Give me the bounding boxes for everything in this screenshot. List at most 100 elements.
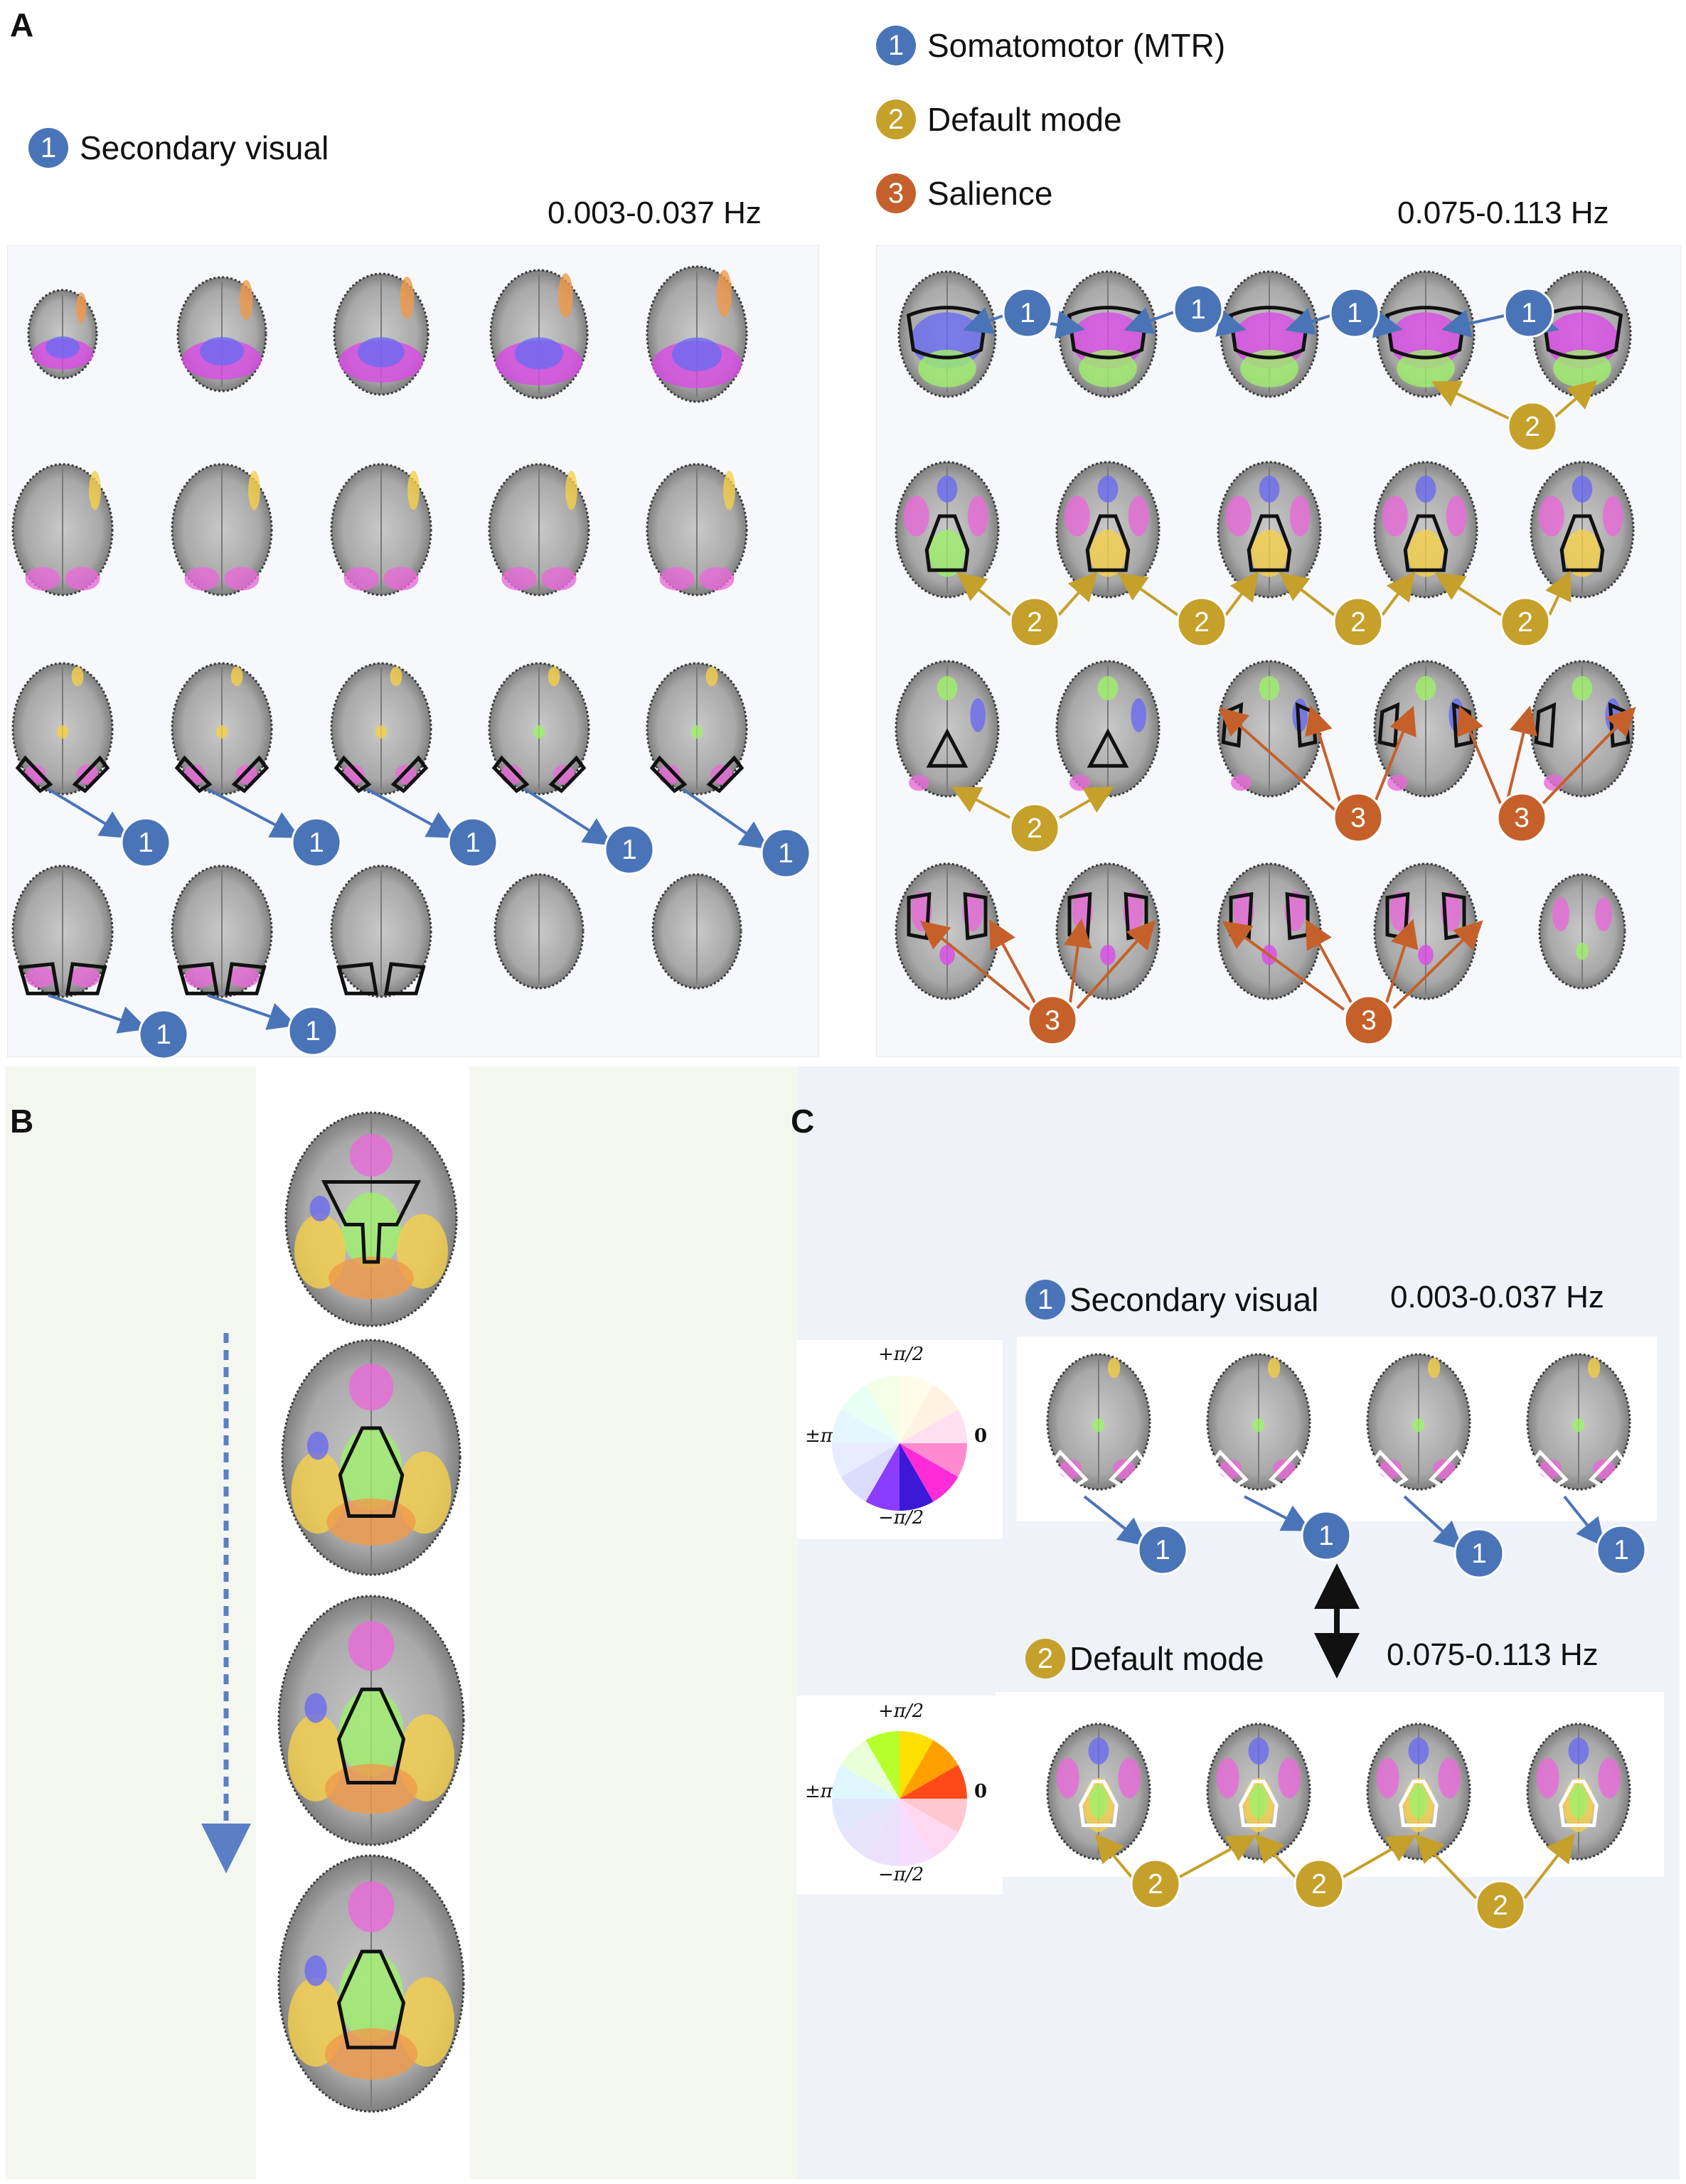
badge-circle [1002, 287, 1053, 338]
brain-slice [488, 662, 590, 796]
activation-blob [229, 966, 260, 988]
legend-label: Secondary visual [1069, 1281, 1319, 1318]
network-1-badge: 1 [1301, 1510, 1352, 1561]
activation-blob [541, 567, 577, 591]
colorwheel-top [832, 1376, 967, 1511]
badge-number: 1 [1318, 1521, 1334, 1551]
badge-number: 1 [1020, 298, 1035, 328]
brain-slice [1376, 270, 1476, 398]
activation-blob [200, 337, 244, 365]
network-2-badge: 2 [1130, 1858, 1181, 1910]
badge-circle [1027, 995, 1078, 1046]
badge-circle [138, 1009, 189, 1060]
activation-blob [1216, 1757, 1239, 1799]
brain-slice [1373, 660, 1478, 798]
activation-blob [1576, 943, 1589, 960]
wheel-sector [841, 1799, 900, 1858]
activation-blob [343, 567, 379, 591]
activation-blob [937, 675, 958, 701]
network-1-badge: 1 [447, 817, 498, 868]
activation-blob [970, 698, 986, 732]
activation-blob [358, 337, 405, 368]
network-1-badge: 1 [287, 1005, 338, 1056]
activation-blob [348, 1364, 394, 1410]
wheel-sector [841, 1443, 900, 1502]
activation-blob [65, 567, 100, 591]
activation-blob [1602, 496, 1623, 537]
badge-circle [1507, 401, 1558, 452]
wheel-sector [832, 1799, 900, 1833]
brain-slice [646, 265, 748, 403]
activation-blob [1056, 1757, 1079, 1799]
brain-slice [895, 660, 1000, 798]
activation-blob [1252, 1418, 1265, 1433]
network-3-arrow [1063, 919, 1092, 1003]
activation-blob [1092, 1418, 1105, 1433]
network-3-arrow [1375, 705, 1416, 801]
badge-number: 1 [1190, 294, 1206, 325]
brain-slice [330, 463, 432, 596]
badge-circle [1137, 1524, 1188, 1575]
activation-blob [1407, 530, 1444, 577]
network-contour [334, 755, 429, 793]
network-contour [18, 962, 107, 995]
badge-circle [1301, 1510, 1352, 1561]
activation-blob [1569, 1784, 1588, 1819]
activation-blob [1251, 530, 1288, 577]
activation-blob [348, 1881, 395, 1932]
network-2-arrow [1431, 380, 1512, 421]
badge-number: 2 [1517, 607, 1533, 638]
badge-circle [760, 828, 811, 879]
network-1-arrow [207, 788, 301, 838]
network-3-arrow [1542, 707, 1636, 805]
activation-blob [340, 1428, 402, 1511]
network-contour [1087, 728, 1129, 768]
activation-blob [1408, 1738, 1429, 1765]
network-2-badge: 2 [1293, 1858, 1345, 1910]
brain-slice [27, 289, 98, 380]
network-contour [1085, 514, 1131, 572]
activation-blob [329, 1256, 414, 1300]
network-3-arrow [1392, 920, 1483, 1010]
network-1-arrow [1083, 1495, 1148, 1546]
activation-blob [400, 277, 415, 319]
activation-blob [307, 1431, 329, 1460]
activation-blob [1397, 350, 1455, 387]
activation-blob [325, 2028, 417, 2079]
brain-slice [1217, 461, 1322, 599]
colorwheel-top-label-right: 0 [974, 1425, 988, 1447]
activation-blob [515, 337, 563, 370]
brain-slice [277, 1595, 465, 1846]
activation-blob [1446, 496, 1467, 537]
activation-blob [1131, 698, 1146, 732]
network-3-badge: 3 [1027, 995, 1078, 1046]
network-1-arrow [207, 994, 297, 1030]
activation-blob [76, 292, 87, 323]
activation-blob [659, 567, 695, 591]
badge-number: 1 [156, 1019, 171, 1050]
activation-blob [903, 496, 929, 537]
network-1-badge: 1 [1453, 1528, 1505, 1579]
network-1-badge: 1 [1596, 1524, 1647, 1575]
activation-blob [1376, 1757, 1399, 1799]
colorwheel-bottom-label-left: ±π [805, 1781, 833, 1802]
activation-blob [1572, 1418, 1585, 1433]
activation-blob [1100, 945, 1116, 965]
network-1-arrow [1244, 1495, 1312, 1531]
activation-blob [1382, 496, 1408, 537]
activation-blob [558, 273, 573, 318]
badge-circle [120, 817, 171, 868]
network-2-badge: 2 [1009, 803, 1060, 854]
network-contour [15, 755, 110, 793]
badge-circle [1293, 1858, 1345, 1910]
activation-blob [325, 1764, 417, 1814]
brain-slice [1530, 461, 1635, 599]
brain-slice [646, 463, 748, 596]
network-2-arrow [1254, 1834, 1296, 1878]
wheel-sector [900, 1799, 959, 1858]
network-1-arrow [366, 788, 457, 838]
activation-blob [1097, 476, 1119, 503]
brain-slice [897, 270, 997, 398]
brain-slice [11, 662, 114, 796]
